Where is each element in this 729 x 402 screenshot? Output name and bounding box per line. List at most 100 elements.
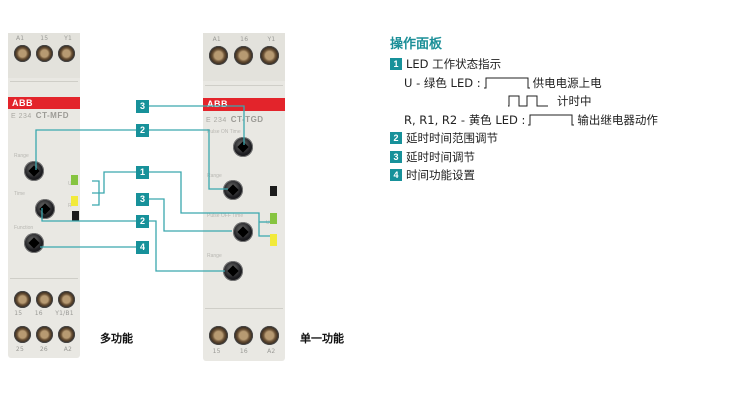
knob-label-function: Function bbox=[14, 225, 34, 231]
model-prefix: E 234 bbox=[206, 117, 227, 124]
terminal-screw bbox=[35, 291, 53, 308]
knob-label-pulse-off: Pulse OFF Time bbox=[207, 213, 244, 219]
legend-number-badge: 2 bbox=[390, 132, 402, 145]
legend-sub-item: R, R1, R2 - 黄色 LED : 输出继电器动作 bbox=[390, 111, 658, 130]
terminal-screw bbox=[57, 45, 75, 62]
knob-label-pulse-on: Pulse ON Time bbox=[207, 129, 241, 135]
terminal-screw bbox=[35, 45, 53, 62]
callout-badge-2: 2 bbox=[136, 215, 149, 228]
top-terminal-screws bbox=[8, 45, 80, 62]
callout-badge-3: 3 bbox=[136, 100, 149, 113]
divider bbox=[205, 85, 283, 86]
time-knob[interactable] bbox=[35, 199, 55, 219]
legend-item-1: 1 LED 工作状态指示 bbox=[390, 55, 658, 74]
model-name: CT-TGD bbox=[230, 115, 264, 124]
terminal-label: A2 bbox=[63, 346, 73, 353]
pulsing-signal-icon bbox=[508, 95, 548, 107]
knob-label-range: Range bbox=[14, 153, 29, 159]
steady-on-signal-icon bbox=[528, 114, 575, 126]
bottom-terminal-labels-lower: 25 26 A2 bbox=[8, 346, 80, 353]
switch-slot bbox=[270, 186, 277, 196]
terminal-screw bbox=[35, 326, 53, 343]
terminal-screw bbox=[259, 326, 279, 345]
divider bbox=[205, 308, 283, 309]
legend-item-label: 延时时间范围调节 bbox=[406, 131, 498, 146]
legend-sub-prefix: R, R1, R2 - 黄色 LED : bbox=[404, 112, 526, 127]
callout-badge-3: 3 bbox=[136, 193, 149, 206]
function-knob[interactable] bbox=[24, 233, 44, 253]
legend-item-label: LED 工作状态指示 bbox=[406, 57, 502, 72]
legend-number-badge: 4 bbox=[390, 169, 402, 182]
pulse-on-time-knob[interactable] bbox=[233, 137, 253, 157]
range-knob[interactable] bbox=[24, 161, 44, 181]
legend-sub-item: 计时中 bbox=[390, 92, 658, 111]
callout-badge-4: 4 bbox=[136, 241, 149, 254]
terminal-screw bbox=[13, 291, 31, 308]
bottom-terminal-screws bbox=[203, 326, 285, 345]
terminal-screw bbox=[234, 326, 254, 345]
terminal-label: 15 bbox=[212, 348, 221, 355]
led-label-r: R bbox=[68, 203, 72, 209]
terminal-label: 26 bbox=[39, 346, 48, 353]
top-terminal-labels: A1 15 Y1 bbox=[8, 35, 80, 42]
steady-on-signal-icon bbox=[483, 77, 530, 89]
terminal-label: Y1 bbox=[267, 36, 276, 43]
callout-badge-1: 1 bbox=[136, 166, 149, 179]
legend-sub-text: 输出继电器动作 bbox=[577, 112, 658, 127]
terminal-label: Y1 bbox=[64, 35, 73, 42]
bottom-terminal-labels-upper: 15 16 Y1/B1 bbox=[8, 310, 80, 317]
pulse-on-range-knob[interactable] bbox=[223, 180, 243, 200]
terminal-screw bbox=[13, 326, 31, 343]
legend-sub-text: 供电电源上电 bbox=[532, 75, 602, 90]
pulse-off-time-knob[interactable] bbox=[233, 222, 253, 242]
legend-number-badge: 1 bbox=[390, 58, 402, 71]
terminal-label: 16 bbox=[240, 36, 249, 43]
led-u-green bbox=[270, 213, 277, 224]
terminal-label: 25 bbox=[15, 346, 24, 353]
knob-label-range-on: Range bbox=[207, 173, 222, 179]
terminal-label: Y1/B1 bbox=[55, 310, 74, 317]
legend-sub-item: U - 绿色 LED : 供电电源上电 bbox=[390, 74, 658, 93]
caption-single-function: 单一功能 bbox=[300, 332, 344, 345]
abb-logo: ABB bbox=[207, 99, 228, 109]
legend-item-4: 4 时间功能设置 bbox=[390, 166, 658, 185]
terminal-label: 16 bbox=[34, 310, 43, 317]
abb-logo: ABB bbox=[12, 98, 33, 108]
callout-badge-2: 2 bbox=[136, 124, 149, 137]
terminal-label: 15 bbox=[40, 35, 49, 42]
leader-line-1-left bbox=[92, 171, 137, 194]
switch-slot bbox=[72, 211, 79, 221]
bottom-terminal-screws-upper bbox=[8, 291, 80, 308]
legend-item-label: 时间功能设置 bbox=[406, 168, 475, 183]
brand-band: ABB bbox=[203, 98, 285, 111]
terminal-label: A2 bbox=[267, 348, 276, 355]
operating-panel-legend: 操作面板 1 LED 工作状态指示 U - 绿色 LED : 供电电源上电 计时… bbox=[390, 33, 658, 185]
top-terminal-labels: A1 16 Y1 bbox=[203, 36, 285, 43]
divider bbox=[10, 81, 78, 82]
terminal-screw bbox=[259, 46, 279, 65]
caption-multifunction: 多功能 bbox=[100, 332, 133, 345]
terminal-label: 16 bbox=[239, 348, 248, 355]
led-label-u: U bbox=[68, 181, 72, 187]
brand-band: ABB bbox=[8, 97, 80, 109]
led-r-yellow bbox=[270, 234, 277, 246]
knob-label-time: Time bbox=[14, 191, 25, 197]
pulse-off-range-knob[interactable] bbox=[223, 261, 243, 281]
terminal-label: A1 bbox=[15, 35, 25, 42]
leader-line-1-left-b bbox=[92, 180, 100, 206]
model-prefix: E 234 bbox=[11, 113, 32, 120]
legend-title: 操作面板 bbox=[390, 37, 443, 52]
led-r-yellow bbox=[71, 196, 78, 206]
terminal-screw bbox=[209, 326, 229, 345]
top-terminal-screws bbox=[203, 46, 285, 65]
terminal-label: 15 bbox=[14, 310, 23, 317]
led-u-green bbox=[71, 175, 78, 185]
terminal-screw bbox=[57, 291, 75, 308]
knob-label-range-off: Range bbox=[207, 253, 222, 259]
legend-sub-prefix: U - 绿色 LED : bbox=[404, 75, 481, 90]
terminal-screw bbox=[234, 46, 254, 65]
